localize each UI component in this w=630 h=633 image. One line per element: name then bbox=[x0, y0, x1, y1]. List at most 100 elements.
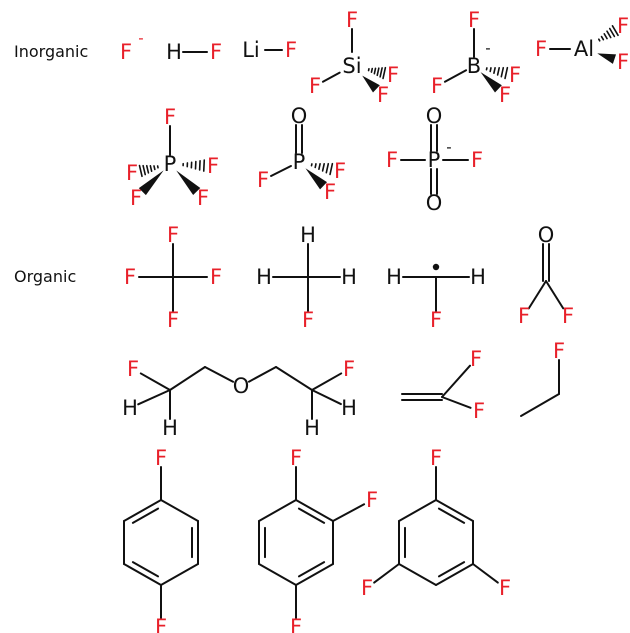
single-bond bbox=[275, 366, 313, 391]
single-bond bbox=[258, 499, 297, 522]
hash-bond-stroke bbox=[138, 164, 143, 178]
single-bond bbox=[441, 396, 472, 409]
molecule-vinylidene-fluoride: FF bbox=[401, 347, 485, 423]
single-bond bbox=[258, 563, 297, 586]
atom-h: H bbox=[341, 265, 357, 289]
single-bond bbox=[311, 372, 343, 391]
negative-charge: - bbox=[485, 39, 490, 57]
fluorine-atom: F bbox=[130, 186, 142, 210]
fluorine-atom: F bbox=[120, 40, 132, 64]
atom-o: O bbox=[291, 104, 308, 128]
fluorine-atom: F bbox=[471, 148, 483, 172]
fluorine-atom: F bbox=[617, 14, 629, 38]
single-bond bbox=[204, 366, 235, 383]
wedge-bond bbox=[597, 53, 617, 64]
radical-dot bbox=[432, 263, 440, 271]
single-bond bbox=[160, 499, 199, 522]
fluorine-atom: F bbox=[164, 105, 176, 129]
single-bond bbox=[520, 393, 560, 417]
hash-bond-stroke bbox=[142, 164, 147, 176]
fluorine-atom: F bbox=[617, 50, 629, 74]
fluorine-atom: F bbox=[499, 83, 511, 107]
atom-o: O bbox=[233, 374, 250, 398]
hash-bond-stroke bbox=[370, 67, 374, 73]
hash-bond-stroke bbox=[603, 33, 608, 40]
inner-bond bbox=[295, 563, 334, 586]
wedge-bond bbox=[305, 168, 328, 190]
fluorine-atom: F bbox=[366, 488, 378, 512]
atom-h: H bbox=[470, 265, 486, 289]
fluorine-atom: F bbox=[124, 265, 136, 289]
fluorine-atom: F bbox=[430, 446, 442, 470]
hash-bond-stroke bbox=[600, 35, 605, 41]
hash-bond-stroke bbox=[504, 66, 509, 80]
hash-bond-stroke bbox=[149, 165, 153, 172]
molecule-trifluorobenzene-1-3-5: F F F bbox=[361, 446, 511, 600]
hash-bond-stroke bbox=[202, 159, 206, 172]
fluorine-atom: F bbox=[257, 168, 269, 192]
single-bond bbox=[160, 563, 199, 586]
single-bond bbox=[443, 69, 468, 83]
atom-li: Li bbox=[242, 38, 260, 62]
hash-bond-stroke bbox=[597, 38, 601, 42]
hash-bond-stroke bbox=[496, 66, 500, 76]
inner-bond bbox=[131, 561, 160, 578]
fluorine-atom: F bbox=[127, 357, 139, 381]
hash-bond-stroke bbox=[373, 67, 377, 75]
wedge-bond bbox=[480, 72, 502, 93]
fluorine-atom: F bbox=[285, 38, 297, 62]
inner-bond bbox=[437, 561, 466, 578]
hash-bond-stroke bbox=[606, 30, 612, 39]
atom-o: O bbox=[426, 104, 443, 128]
section-label-inorganic: Inorganic bbox=[14, 42, 88, 61]
atom-al: Al bbox=[574, 37, 594, 61]
atom-h: H bbox=[304, 416, 320, 440]
wedge-bond bbox=[138, 170, 164, 196]
atom-p: P bbox=[428, 148, 441, 172]
molecule-fluorobenzene-para-difluoro: FF bbox=[123, 446, 199, 633]
hash-bond-stroke bbox=[376, 67, 380, 77]
atom-b: B bbox=[467, 54, 481, 78]
atom-h: H bbox=[162, 416, 178, 440]
fluorine-atom: F bbox=[126, 161, 138, 185]
single-bond bbox=[441, 364, 471, 398]
fluorine-atom: F bbox=[155, 446, 167, 470]
single-bond bbox=[545, 280, 565, 310]
single-bond bbox=[373, 563, 400, 584]
atom-h: H bbox=[386, 265, 402, 289]
fluorine-atom: F bbox=[430, 308, 442, 332]
atom-h: H bbox=[256, 265, 272, 289]
fluorine-atom: F bbox=[377, 83, 389, 107]
wedge-bond bbox=[362, 75, 380, 93]
fluorine-atom: F bbox=[553, 339, 565, 363]
fluorine-atom: F bbox=[290, 615, 302, 633]
hash-bond-stroke bbox=[145, 164, 150, 174]
fluorine-atom: F bbox=[167, 308, 179, 332]
inner-bond bbox=[295, 499, 334, 522]
molecule-lithium-fluoride: Li F bbox=[242, 38, 297, 62]
hash-bond-stroke bbox=[325, 162, 330, 174]
hash-bond-stroke bbox=[153, 165, 156, 171]
hash-bond-stroke bbox=[611, 25, 619, 37]
atom-h: H bbox=[300, 223, 316, 247]
molecule-fluoromethyl-radical: H H F bbox=[386, 263, 486, 332]
molecule-fluoride-ion: F- bbox=[120, 29, 144, 64]
fluorine-atom: F bbox=[210, 265, 222, 289]
fluorine-atom: F bbox=[361, 576, 373, 600]
atom-h: H bbox=[122, 396, 138, 420]
fluorine-atom: F bbox=[431, 74, 443, 98]
molecule-fluoroethane: F bbox=[520, 339, 565, 417]
fluorine-atom: F bbox=[334, 159, 346, 183]
negative-charge: - bbox=[138, 29, 143, 47]
negative-charge: - bbox=[446, 138, 451, 156]
fluorine-atom: F bbox=[324, 180, 336, 204]
single-bond bbox=[311, 389, 342, 406]
